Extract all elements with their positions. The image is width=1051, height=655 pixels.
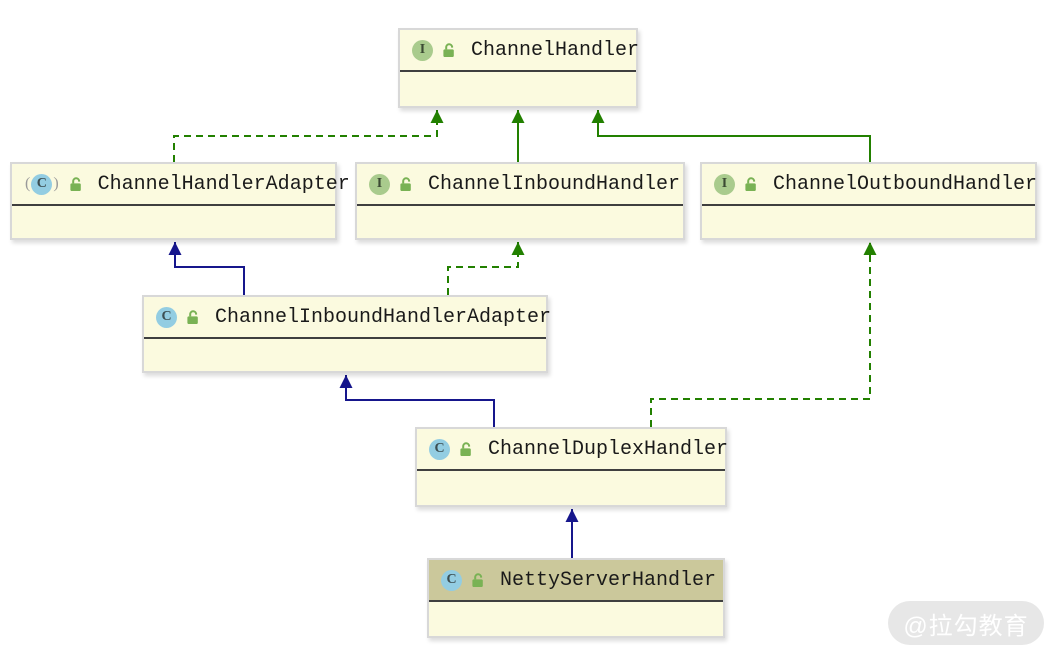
node-label: ChannelDuplexHandler	[488, 437, 729, 461]
public-lock-icon	[400, 176, 411, 191]
node-label: ChannelOutboundHandler	[773, 172, 1038, 196]
uml-node-ChannelHandler[interactable]: I ChannelHandler	[398, 28, 640, 108]
class-icon: C	[429, 438, 450, 460]
uml-node-NettyServerHandler[interactable]: C NettyServerHandler	[427, 558, 725, 638]
interface-icon: I	[412, 39, 433, 61]
uml-node-ChannelOutboundHandler[interactable]: I ChannelOutboundHandler	[700, 162, 1037, 240]
node-header: C ChannelDuplexHandler	[417, 429, 729, 471]
edge-implements-ChannelHandlerAdapter-to-ChannelHandler	[173, 110, 444, 162]
interface-icon: I	[714, 173, 735, 195]
class-icon: C	[441, 569, 462, 591]
edge-extends-ChannelInboundHandlerAdapter-to-ChannelHandlerAdapter	[168, 242, 245, 295]
node-header: I ChannelOutboundHandler	[702, 164, 1038, 206]
edge-extends-ChannelDuplexHandler-to-ChannelInboundHandlerAdapter	[339, 375, 495, 427]
uml-node-ChannelDuplexHandler[interactable]: C ChannelDuplexHandler	[415, 427, 729, 507]
class-abstract-icon: C	[31, 173, 53, 195]
abstract-paren-icon: )	[53, 175, 59, 192]
public-lock-icon	[460, 441, 471, 456]
uml-node-ChannelInboundHandler[interactable]: I ChannelInboundHandler	[355, 162, 685, 240]
node-label: ChannelInboundHandlerAdapter	[215, 305, 552, 329]
public-lock-icon	[187, 309, 198, 324]
edge-extends-ChannelOutboundHandler-to-ChannelHandler	[591, 110, 871, 162]
abstract-paren-icon: (	[25, 175, 31, 192]
public-lock-icon	[472, 572, 483, 587]
node-header: (C) ChannelHandlerAdapter	[12, 164, 350, 206]
node-header: I ChannelInboundHandler	[357, 164, 683, 206]
watermark-badge: @拉勾教育	[888, 601, 1044, 645]
edge-implements-ChannelDuplexHandler-to-ChannelOutboundHandler	[650, 242, 877, 427]
node-header: I ChannelHandler	[400, 30, 640, 72]
interface-icon: I	[369, 173, 390, 195]
class-icon: C	[156, 306, 177, 328]
public-lock-icon	[70, 176, 81, 191]
public-lock-icon	[745, 176, 756, 191]
node-label: ChannelHandler	[471, 38, 640, 62]
node-header: C ChannelInboundHandlerAdapter	[144, 297, 551, 339]
public-lock-icon	[443, 42, 454, 57]
uml-node-ChannelHandlerAdapter[interactable]: (C) ChannelHandlerAdapter	[10, 162, 350, 240]
node-label: NettyServerHandler	[500, 568, 717, 592]
uml-node-ChannelInboundHandlerAdapter[interactable]: C ChannelInboundHandlerAdapter	[142, 295, 551, 373]
node-label: ChannelInboundHandler	[428, 172, 681, 196]
node-header: C NettyServerHandler	[429, 560, 723, 602]
node-label: ChannelHandlerAdapter	[97, 172, 350, 196]
edge-implements-ChannelInboundHandlerAdapter-to-ChannelInboundHandler	[447, 242, 525, 295]
